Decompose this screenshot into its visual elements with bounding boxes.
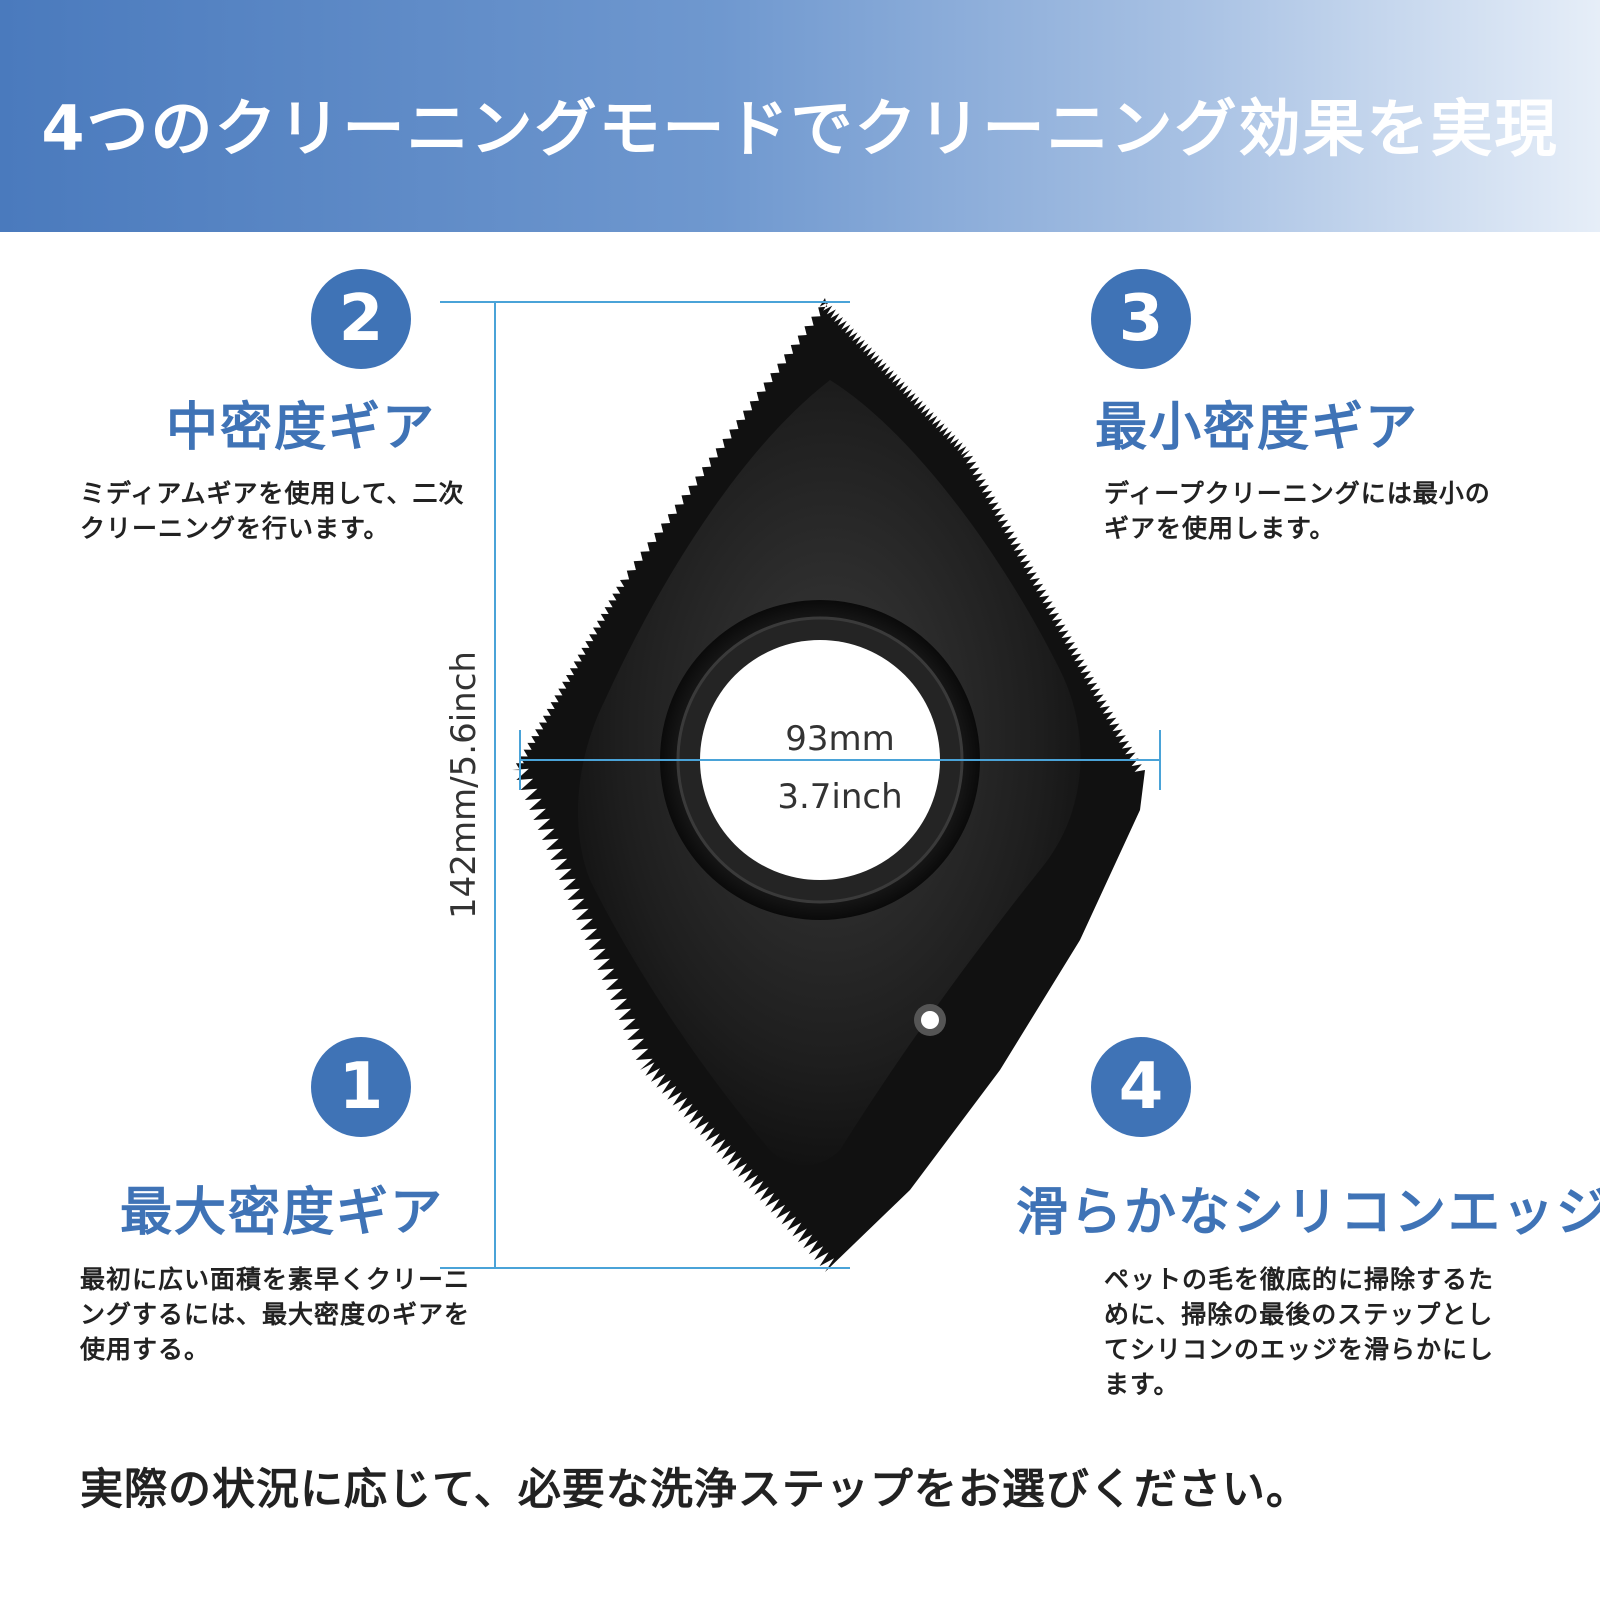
- mode-desc-4: ペットの毛を徹底的に掃除するために、掃除の最後のステップとしてシリコンのエッジを…: [1104, 1265, 1495, 1399]
- mode-desc-1: 最初に広い面積を素早くクリーニングするには、最大密度のギアを使用する。: [80, 1265, 471, 1364]
- width-dimension-inch: 3.7inch: [777, 777, 902, 817]
- width-dimension-mm: 93mm: [785, 719, 895, 759]
- mode-title-2: 中密度ギア: [166, 398, 437, 458]
- page-title: 4つのクリーニングモードでクリーニング効果を実現: [41, 92, 1559, 165]
- footer-note: 実際の状況に応じて、必要な洗浄ステップをお選びください。: [80, 1465, 1310, 1515]
- mode-badge-1: 1: [311, 1037, 411, 1137]
- scraper-tool-illustration: 142mm/5.6inch 93mm 3.7inch: [440, 298, 1161, 1272]
- dimension-lines: [440, 301, 1161, 1269]
- mode-title-1: 最大密度ギア: [120, 1183, 445, 1243]
- height-dimension-label: 142mm/5.6inch: [444, 651, 484, 919]
- header-banner: 4つのクリーニングモードでクリーニング効果を実現: [0, 0, 1600, 232]
- mode-title-4: 滑らかなシリコンエッジ: [1016, 1183, 1600, 1243]
- mode-desc-2: ミディアムギアを使用して、二次クリーニングを行います。: [80, 479, 465, 543]
- mode-badge-3: 3: [1091, 269, 1191, 369]
- mode-title-3: 最小密度ギア: [1095, 398, 1420, 458]
- mode-desc-3: ディープクリーニングには最小のギアを使用します。: [1104, 479, 1491, 543]
- mode-badge-4: 4: [1091, 1037, 1191, 1137]
- hang-hole-inner: [921, 1011, 939, 1029]
- mode-badge-2: 2: [311, 269, 411, 369]
